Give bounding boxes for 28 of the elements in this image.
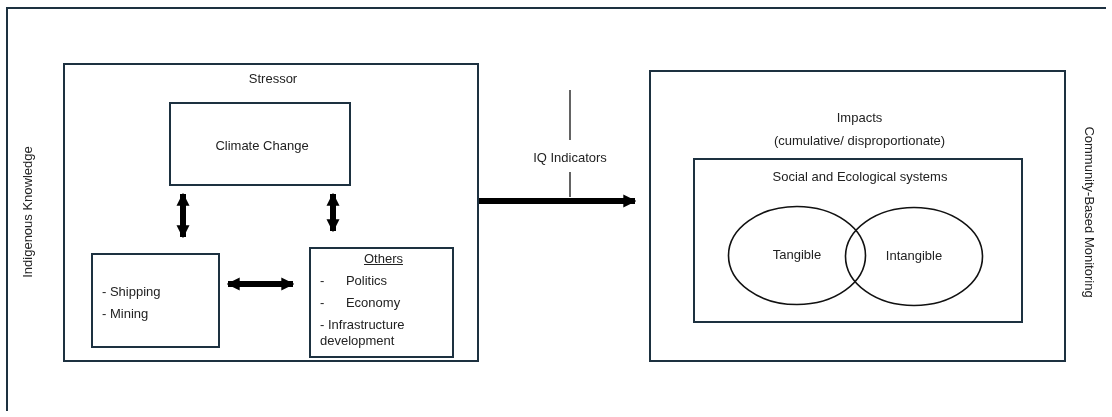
node-label: Tangible: [771, 247, 823, 263]
node-label: - Mining: [102, 306, 150, 322]
venn-ellipse: [844, 206, 984, 307]
process-box: [309, 247, 454, 358]
node-label: Stressor: [247, 71, 299, 87]
outer-frame: [6, 7, 1106, 411]
arrow: [326, 192, 340, 233]
process-box: [169, 102, 351, 186]
group-box: [693, 158, 1023, 323]
venn-ellipse: [727, 205, 867, 306]
node-label: (cumulative/ disproportionate): [772, 133, 947, 149]
heading: Impacts: [835, 110, 884, 126]
group-box: [63, 63, 479, 362]
group-box: [649, 70, 1066, 362]
node-label: - Economy: [320, 295, 402, 311]
process-box: [91, 253, 220, 348]
node-label: Climate Change: [214, 138, 310, 154]
node-label: Social and Ecological systems: [771, 169, 949, 185]
node-label: - Shipping: [102, 284, 162, 300]
node-label: - Politics: [320, 273, 389, 289]
arrow: [478, 194, 637, 208]
node-label: - Infrastructure development: [320, 317, 406, 349]
node-label: Intangible: [884, 248, 944, 264]
heading: Others: [363, 251, 404, 267]
side-label: Indigenous Knowledge: [20, 146, 36, 278]
arrow: [176, 192, 190, 239]
arrow: [226, 277, 295, 291]
side-label: Community-Based Monitoring: [1081, 126, 1097, 298]
